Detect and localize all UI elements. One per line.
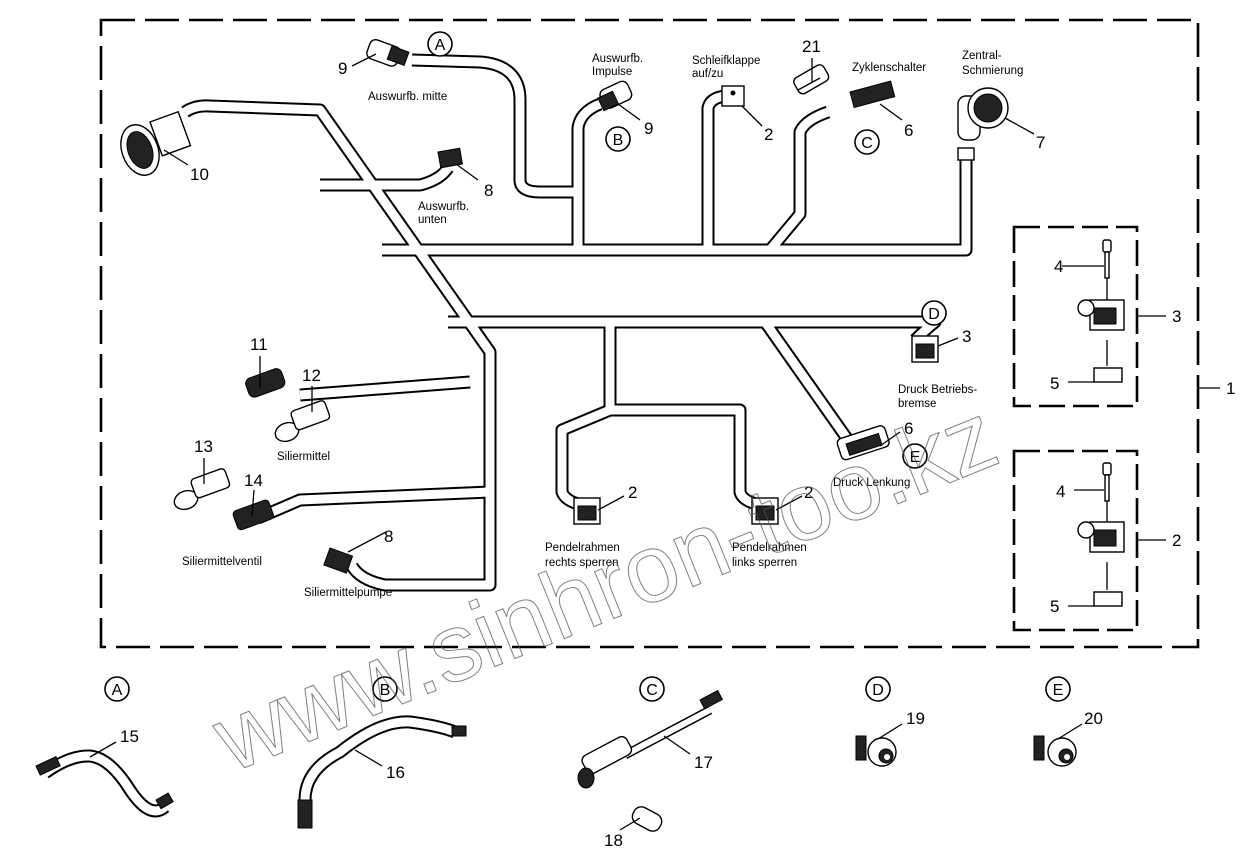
label-zentral-2: Schmierung: [962, 65, 1023, 77]
label-auswurf-unten-1: Auswurfb.: [418, 201, 469, 213]
leader-lines: [163, 53, 1035, 553]
svg-text:A: A: [112, 682, 123, 699]
label-siliermittelpumpe: Siliermittelpumpe: [304, 587, 392, 599]
callout-assembly: 1: [1226, 379, 1235, 398]
detail-ref-c[interactable]: C: [854, 129, 880, 155]
callout-12: 12: [302, 366, 321, 385]
harness-wires: [181, 53, 973, 592]
label-pendel-links-2: links sperren: [732, 557, 797, 569]
label-schleifklappe-2: auf/zu: [692, 68, 723, 80]
callout-2a: 2: [764, 125, 773, 144]
svg-text:B: B: [380, 682, 391, 699]
connector-14: [232, 499, 274, 531]
callout-18: 18: [604, 831, 623, 850]
detail-ref-d[interactable]: D: [921, 300, 947, 326]
label-pendel-links-1: Pendelrahmen: [732, 542, 807, 554]
connector-11: [245, 368, 286, 398]
callout-8a: 8: [484, 181, 493, 200]
callout-15: 15: [120, 727, 139, 746]
callout-6b: 6: [904, 419, 913, 438]
label-schleifklappe-1: Schleifklappe: [692, 55, 760, 67]
callout-7: 7: [1036, 133, 1045, 152]
detail-d: D: [855, 676, 903, 767]
callout-19: 19: [906, 709, 925, 728]
label-siliermittelventil: Siliermittelventil: [182, 556, 262, 568]
callout-9b: 9: [644, 119, 653, 138]
callout-9a: 9: [338, 59, 347, 78]
callout-16: 16: [386, 763, 405, 782]
box3-callout-3: 3: [1172, 307, 1181, 326]
label-druck-betrieb-2: bremse: [898, 398, 936, 410]
connector-8-pumpe: [323, 547, 354, 574]
connector-10: [120, 110, 192, 176]
connector-9b: [597, 80, 633, 112]
connector-2-links: [751, 497, 779, 525]
callout-17: 17: [694, 753, 713, 772]
callout-10: 10: [190, 165, 209, 184]
callout-21: 21: [802, 37, 821, 56]
label-auswurf-impulse-1: Auswurfb.: [592, 53, 643, 65]
connector-8-unten: [437, 147, 464, 169]
label-auswurf-impulse-2: Impulse: [592, 66, 632, 78]
label-auswurf-mitte: Auswurfb. mitte: [368, 91, 447, 103]
connector-12: [274, 400, 331, 443]
label-druck-lenkung: Druck Lenkung: [833, 477, 910, 489]
box2-callout-2: 2: [1172, 531, 1181, 550]
callout-2c: 2: [804, 483, 813, 502]
svg-text:D: D: [928, 306, 940, 323]
detail-a: A: [35, 676, 174, 818]
svg-text:C: C: [861, 135, 873, 152]
svg-text:E: E: [1053, 682, 1064, 699]
subassembly-box-2: [1012, 449, 1166, 632]
box3-callout-5: 5: [1050, 374, 1059, 393]
detail-ref-b[interactable]: B: [605, 126, 631, 152]
label-pendel-rechts-2: rechts sperren: [545, 557, 619, 569]
detail-b: B: [297, 676, 467, 829]
connector-6-zyklenschalter: [849, 80, 896, 109]
detail-ref-e[interactable]: E: [902, 443, 928, 469]
svg-text:D: D: [872, 682, 884, 699]
detail-ref-a[interactable]: A: [427, 31, 453, 57]
box3-callout-4: 4: [1054, 257, 1063, 276]
label-zyklenschalter: Zyklenschalter: [852, 62, 926, 74]
label-auswurf-unten-2: unten: [418, 214, 447, 226]
callout-8b: 8: [384, 527, 393, 546]
label-druck-betrieb-1: Druck Betriebs-: [898, 384, 977, 396]
callout-3a: 3: [962, 327, 971, 346]
connector-6-druck-lenkung: [836, 425, 890, 461]
connector-9a: [366, 38, 410, 67]
label-zentral-1: Zentral-: [962, 50, 1002, 62]
callout-6a: 6: [904, 121, 913, 140]
svg-text:B: B: [613, 132, 624, 149]
connector-2-rechts: [573, 497, 601, 525]
svg-text:E: E: [910, 449, 921, 466]
svg-text:C: C: [646, 682, 658, 699]
callout-14: 14: [244, 471, 263, 490]
connector-7: [957, 87, 1009, 161]
label-siliermittel: Siliermittel: [277, 451, 330, 463]
callout-20: 20: [1084, 709, 1103, 728]
connector-21: [793, 64, 830, 95]
callout-13: 13: [194, 437, 213, 456]
callout-11: 11: [250, 335, 268, 354]
connector-13: [173, 468, 231, 511]
connector-2-schleifklappe: [721, 85, 745, 107]
connector-3-druck-betriebsbremse: [911, 335, 939, 363]
detail-c: C: [577, 676, 724, 832]
box2-callout-5: 5: [1050, 597, 1059, 616]
assembly-boundary: [99, 18, 1200, 649]
label-pendel-rechts-1: Pendelrahmen: [545, 542, 620, 554]
subassembly-box-3: [1012, 225, 1166, 408]
detail-e: E: [1033, 676, 1083, 767]
svg-text:A: A: [435, 37, 446, 54]
callout-2b: 2: [628, 483, 637, 502]
box2-callout-4: 4: [1056, 482, 1065, 501]
